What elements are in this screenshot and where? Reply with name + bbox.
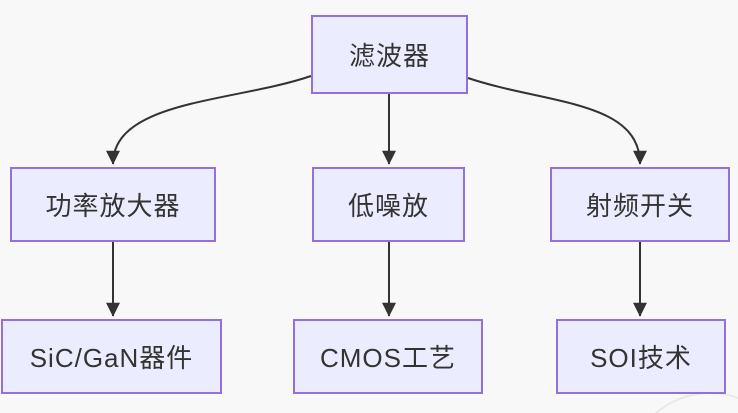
node-filter: 滤波器: [311, 15, 468, 94]
watermark-arc: [654, 392, 738, 413]
node-low-noise-amplifier: 低噪放: [312, 167, 465, 242]
edge-filter-to-pa: [106, 75, 312, 165]
node-power-amplifier: 功率放大器: [10, 167, 216, 242]
node-sic-gan-devices-label: SiC/GaN器件: [29, 343, 194, 373]
node-rf-switch-label: 射频开关: [585, 191, 694, 221]
node-cmos-process-label: CMOS工艺: [319, 343, 456, 373]
node-power-amplifier-label: 功率放大器: [45, 191, 181, 221]
node-filter-label: 滤波器: [348, 41, 430, 71]
node-low-noise-amplifier-label: 低噪放: [347, 191, 429, 221]
node-soi-technology: SOI技术: [556, 319, 726, 394]
edge-filter-to-rf-switch: [467, 77, 647, 165]
node-soi-technology-label: SOI技术: [590, 343, 692, 373]
node-cmos-process: CMOS工艺: [293, 319, 483, 394]
node-rf-switch: 射频开关: [550, 167, 730, 242]
node-sic-gan-devices: SiC/GaN器件: [1, 319, 222, 394]
